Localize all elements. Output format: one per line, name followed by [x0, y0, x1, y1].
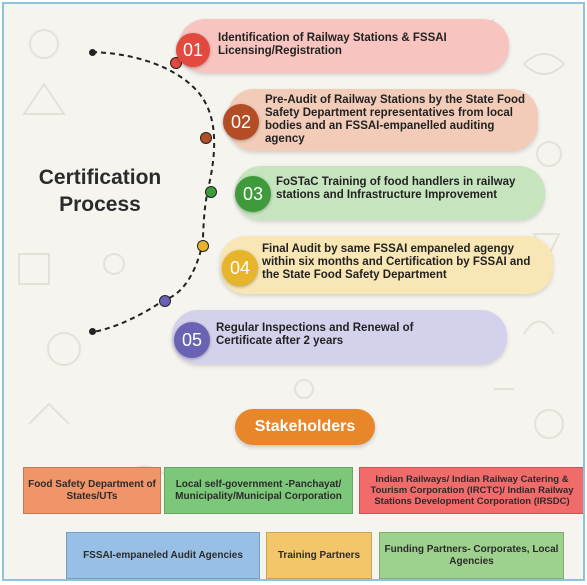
- stakeholder-box-training-partners: Training Partners: [266, 532, 372, 579]
- stakeholder-label: Funding Partners- Corporates, Local Agen…: [384, 543, 559, 567]
- stakeholder-box-food-safety-dept: Food Safety Department of States/UTs: [23, 467, 161, 514]
- step-02-text: Pre-Audit of Railway Stations by the Sta…: [265, 94, 526, 145]
- step-02-pill: [228, 89, 538, 151]
- step-03-text: FoSTaC Training of food handlers in rail…: [276, 176, 516, 201]
- step-05-pill: [172, 310, 507, 364]
- curve-end-dot-top: [89, 49, 96, 56]
- stakeholder-box-local-self-government: Local self-government -Panchayat/ Munici…: [164, 467, 353, 514]
- curve-end-dot-bottom: [89, 328, 96, 335]
- node-05: [159, 295, 171, 307]
- step-01-text: Identification of Railway Stations & FSS…: [218, 32, 447, 57]
- stakeholder-label: Food Safety Department of States/UTs: [28, 478, 156, 502]
- step-01-pill: [179, 19, 509, 73]
- node-03: [205, 186, 217, 198]
- stakeholder-label: Training Partners: [277, 549, 361, 561]
- step-04-number: 04: [222, 250, 258, 286]
- step-03-pill: [235, 166, 545, 220]
- stakeholder-box-funding-partners: Funding Partners- Corporates, Local Agen…: [379, 532, 564, 579]
- stakeholder-box-indian-railways: Indian Railways/ Indian Railway Catering…: [359, 467, 583, 514]
- page-title: Certification Process: [30, 164, 170, 218]
- step-05-number: 05: [174, 322, 210, 358]
- stakeholder-label: FSSAI-empaneled Audit Agencies: [83, 549, 243, 561]
- step-02-number: 02: [223, 104, 259, 140]
- step-01-number: 01: [176, 33, 210, 67]
- stakeholders-label: Stakeholders: [235, 409, 375, 445]
- node-02: [200, 132, 212, 144]
- title-line-2: Process: [59, 193, 141, 216]
- node-04: [197, 240, 209, 252]
- step-04-text: Final Audit by same FSSAI empaneled agen…: [262, 243, 531, 281]
- stakeholder-box-audit-agencies: FSSAI-empaneled Audit Agencies: [66, 532, 260, 579]
- step-03-number: 03: [235, 176, 271, 212]
- stakeholder-label: Local self-government -Panchayat/ Munici…: [175, 478, 342, 502]
- stakeholder-label: Indian Railways/ Indian Railway Catering…: [370, 474, 574, 507]
- step-05-text: Regular Inspections and Renewal of Certi…: [216, 322, 414, 347]
- step-04-pill: [220, 236, 553, 294]
- title-line-1: Certification: [38, 166, 162, 189]
